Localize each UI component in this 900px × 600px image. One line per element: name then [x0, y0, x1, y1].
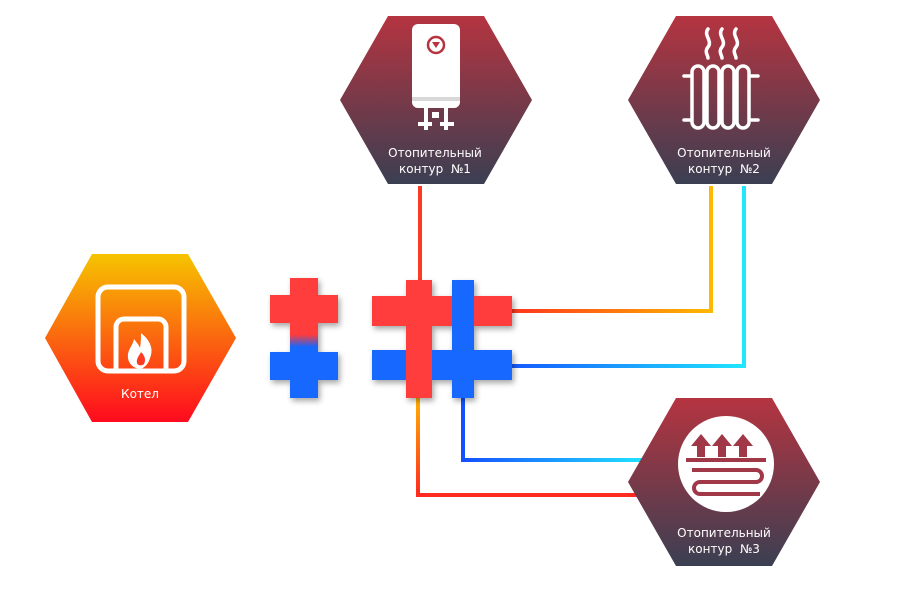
supply-riser-overlap: [406, 348, 432, 398]
circuit2-label-line1: Отопительный: [677, 146, 771, 160]
pipe-circuit2-supply: [495, 186, 713, 313]
water-heater-icon: [412, 24, 460, 130]
circuit3-label-line1: Отопительный: [677, 526, 771, 540]
manifold: [270, 278, 512, 398]
circuit1-label-line1: Отопительный: [388, 146, 482, 160]
radiator-icon: [682, 27, 760, 130]
boiler-hexagon: [45, 254, 236, 422]
left-supply-cross: [270, 278, 338, 324]
pipes: [222, 186, 746, 497]
circuit3-label-line2: контур №3: [688, 542, 760, 556]
boiler-node: Котел: [45, 254, 236, 422]
circuit1-label-line2: контур №1: [399, 162, 471, 176]
pipe-circuit3-supply: [416, 392, 648, 497]
boiler-label: Котел: [121, 387, 159, 401]
pipe-circuit2-return: [495, 186, 746, 368]
left-return-cross: [270, 352, 338, 398]
circuit2-label-line2: контур №2: [688, 162, 760, 176]
circuit2-hexagon: [628, 16, 820, 184]
floor-heating-icon: [678, 416, 774, 512]
circuit3-node: Отопительный контур №3: [628, 398, 820, 566]
circuit1-node: Отопительный контур №1: [340, 16, 532, 184]
supply-manifold: [372, 280, 512, 398]
pipe-circuit3-return: [461, 392, 648, 462]
flame-icon: [127, 333, 152, 369]
circuit2-node: Отопительный контур №2: [628, 16, 820, 184]
return-manifold: [372, 280, 512, 398]
boiler-icon: [95, 284, 187, 374]
